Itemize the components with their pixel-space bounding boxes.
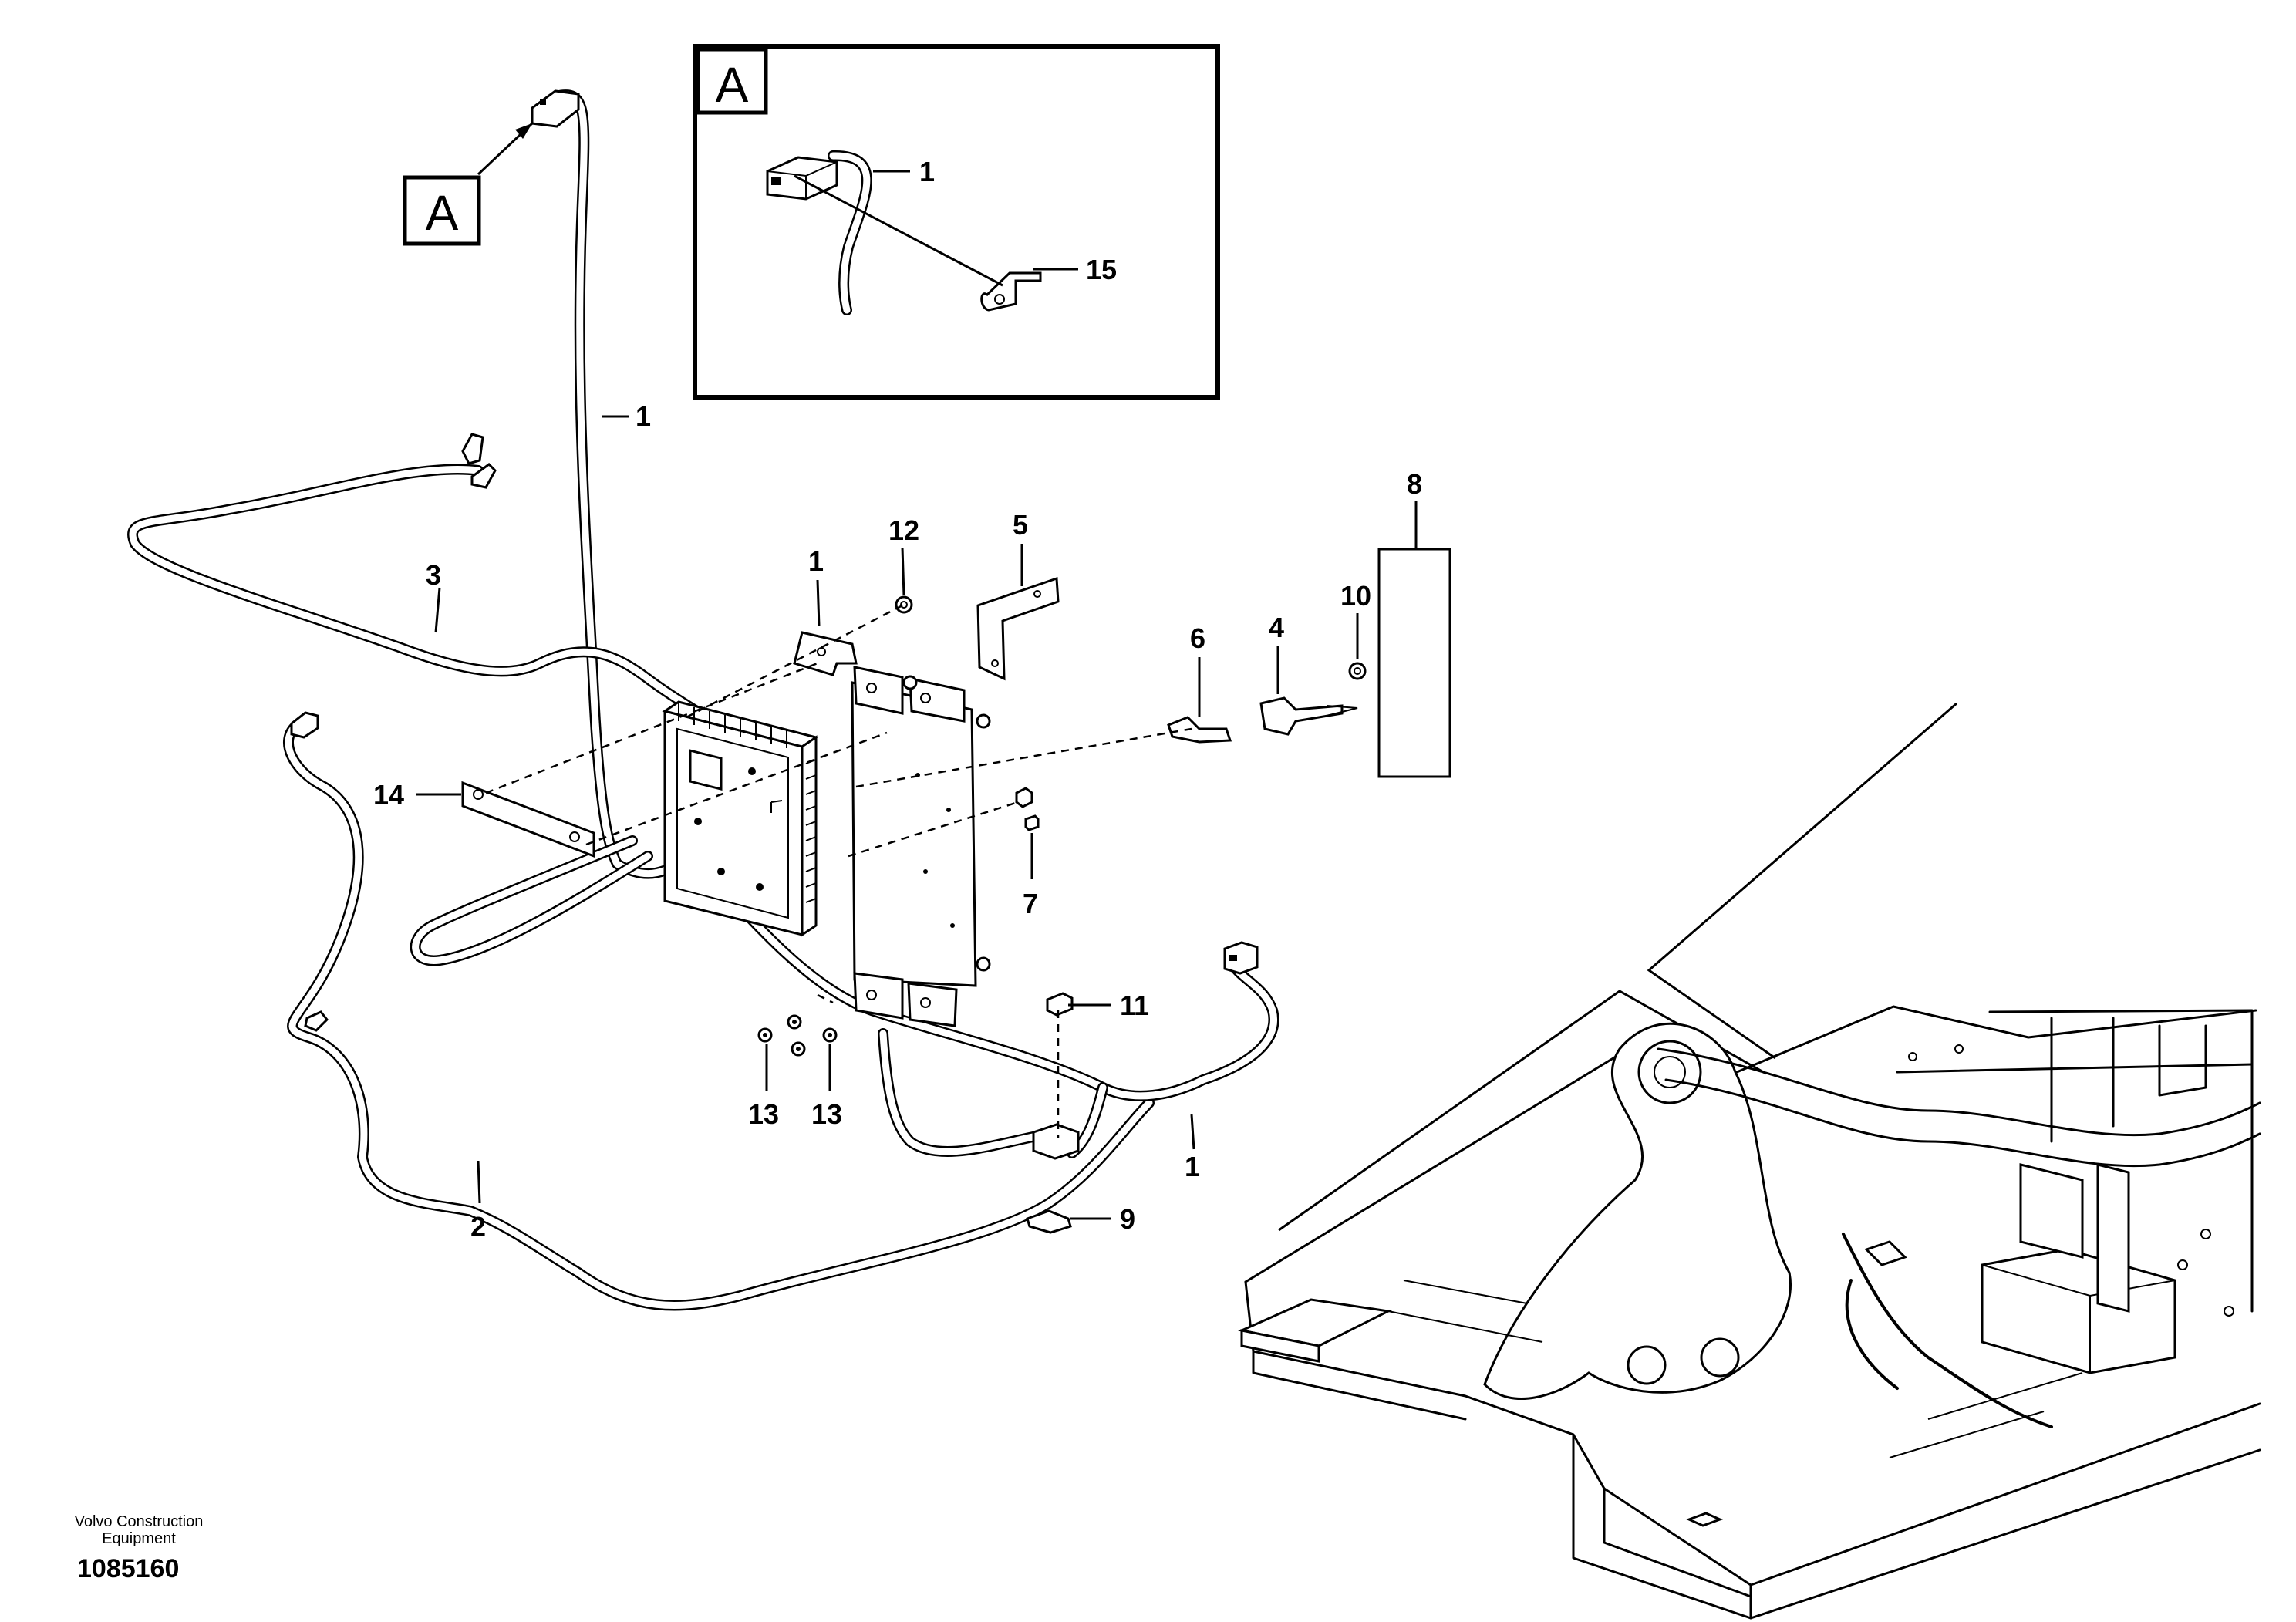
control-unit [662,700,819,937]
callout-detail-1: 1 [919,156,935,187]
bracket-1 [793,631,858,676]
screw-12 [895,595,913,614]
bracket-14 [461,781,595,858]
assembly-lines [485,604,1192,1138]
callout-2: 2 [470,1211,486,1243]
nuts-13 [757,1014,838,1057]
detail-view-a: A 1 15 [693,44,1220,400]
view-marker-a: A [403,122,534,246]
footer-brand: Volvo Construction Equipment [46,1513,231,1547]
callout-13b: 13 [811,1098,842,1130]
callout-1-lower: 1 [1185,1151,1200,1182]
drawing-number: 1085160 [77,1554,180,1583]
callout-1-vertical: 1 [636,400,651,432]
clip-6 [1167,716,1232,744]
label-sheet-8 [1377,548,1451,778]
callout-13a: 13 [748,1098,779,1130]
callout-10: 10 [1340,580,1371,612]
wire-harness-2 [283,711,1155,1311]
wire-harness-3 [127,433,746,746]
wire-loop [410,835,653,966]
callout-9: 9 [1120,1203,1135,1235]
wire-harness-1-lower [689,851,1279,1160]
machine-frame-view [1238,702,2261,1620]
callout-15: 15 [1086,254,1117,285]
clip-9 [1026,1209,1072,1234]
callout-3: 3 [426,559,441,591]
bracket-5 [976,576,1060,681]
callout-11: 11 [1120,990,1149,1021]
callout-5: 5 [1013,509,1028,541]
detail-clip-bracket [980,271,1042,312]
callout-8: 8 [1407,468,1422,500]
bolt-11 [1046,992,1074,1017]
callout-4: 4 [1269,612,1284,643]
callout-14: 14 [373,779,404,811]
callout-7: 7 [1023,888,1038,919]
callout-6: 6 [1190,622,1205,654]
detail-view-tag: A [716,57,749,113]
callout-12: 12 [888,514,919,546]
view-marker-tag: A [426,185,459,241]
clip-7 [1015,787,1040,831]
callout-1-bracket: 1 [808,545,824,577]
mounting-plate [851,666,991,1027]
screw-10 [1348,662,1367,680]
brand-line-2: Equipment [102,1530,176,1547]
relay-4 [1259,696,1358,736]
brand-line-1: Volvo Construction [74,1513,204,1530]
